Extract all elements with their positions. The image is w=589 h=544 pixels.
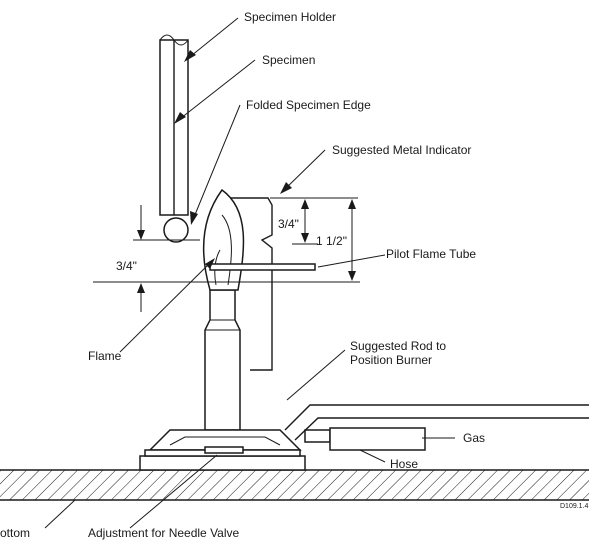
dimension-one-and-half: 1 1/2": [316, 234, 347, 248]
drawing-id: D109.1.4: [560, 503, 589, 510]
folded-specimen-edge: [163, 217, 189, 243]
pilot-flame-tube: [209, 263, 316, 271]
label-rod-line2: Position Burner: [350, 353, 432, 367]
dimension-lines: [93, 197, 360, 312]
label-needle-valve: Adjustment for Needle Valve: [88, 526, 240, 540]
label-metal-indicator: Suggested Metal Indicator: [332, 143, 471, 157]
dimension-three-quarter-left: 3/4": [116, 259, 137, 273]
label-specimen-holder: Specimen Holder: [244, 10, 336, 24]
metal-indicator: [230, 197, 273, 371]
dimension-three-quarter-right: 3/4": [278, 217, 299, 231]
burner-base: [139, 429, 306, 471]
label-folded-specimen-edge: Folded Specimen Edge: [246, 98, 371, 112]
gas-hose: [304, 427, 426, 451]
burner-tube: [204, 289, 241, 431]
label-pilot-flame-tube: Pilot Flame Tube: [386, 247, 476, 261]
label-flame: Flame: [88, 349, 122, 363]
positioning-rod: [284, 404, 589, 441]
flame: [202, 188, 245, 291]
label-specimen: Specimen: [262, 53, 315, 67]
label-gas: Gas: [463, 431, 485, 445]
specimen-holder: [159, 34, 189, 216]
label-bottom: ottom: [0, 526, 30, 540]
leader-lines: [44, 17, 455, 529]
floor-base: [0, 469, 589, 501]
label-hose: Hose: [390, 457, 418, 471]
label-rod-line1: Suggested Rod to: [350, 339, 446, 353]
